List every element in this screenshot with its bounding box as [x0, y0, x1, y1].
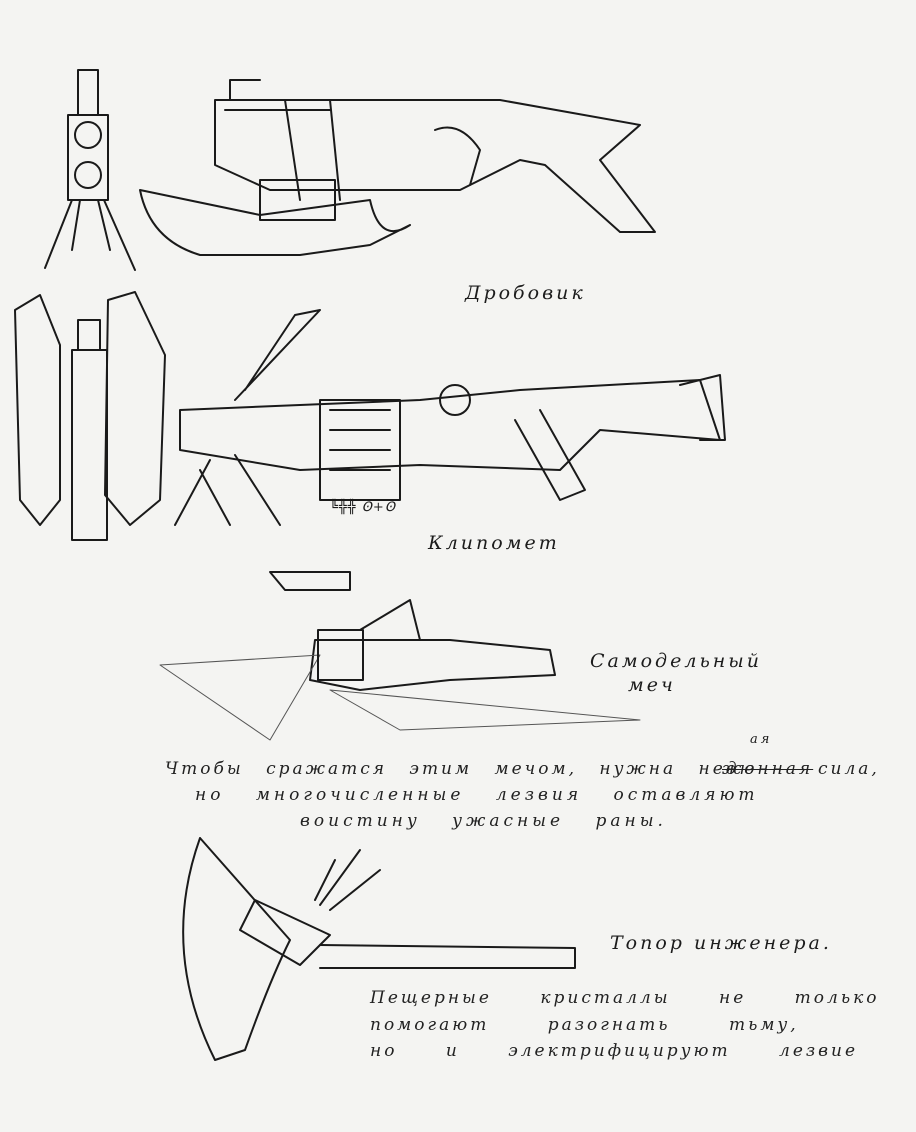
label-clip-launcher: Клипомет	[428, 532, 560, 554]
clip-launcher-side-view-sketch	[174, 309, 726, 526]
correction: ая	[750, 732, 773, 747]
axe-note-line1: Пещерные кристаллы не только	[370, 988, 880, 1008]
clip-launcher-marking: ╚╬╬ Ꙩ+Ꙩ	[330, 500, 396, 515]
label-sword-line1: Самодельный	[590, 650, 763, 672]
homemade-sword-sketch	[159, 571, 641, 741]
axe-note-line2: помогают разогнать тьму,	[370, 1015, 799, 1035]
label-engineer-axe: Топор инженера.	[610, 932, 832, 954]
label-shotgun: Дробовик	[465, 282, 586, 304]
sword-note-line2: но многочисленные лезвия оставляют	[195, 785, 759, 805]
shotgun-front-view-sketch	[44, 69, 136, 271]
sword-note-end: сила,	[818, 759, 880, 779]
sword-note-line3: воистину ужасные раны.	[300, 811, 667, 831]
axe-note-line3: но и электрифицируют лезвие	[370, 1041, 859, 1061]
sword-note-text: Чтобы сражатся этим мечом, нужна недю	[165, 759, 758, 779]
engineer-axe-sketch	[182, 837, 576, 1061]
shotgun-side-view-sketch	[139, 79, 656, 256]
clip-launcher-front-view-sketch	[14, 291, 166, 541]
label-sword-line2: меч	[628, 674, 676, 696]
struck-word: женная	[722, 759, 814, 779]
